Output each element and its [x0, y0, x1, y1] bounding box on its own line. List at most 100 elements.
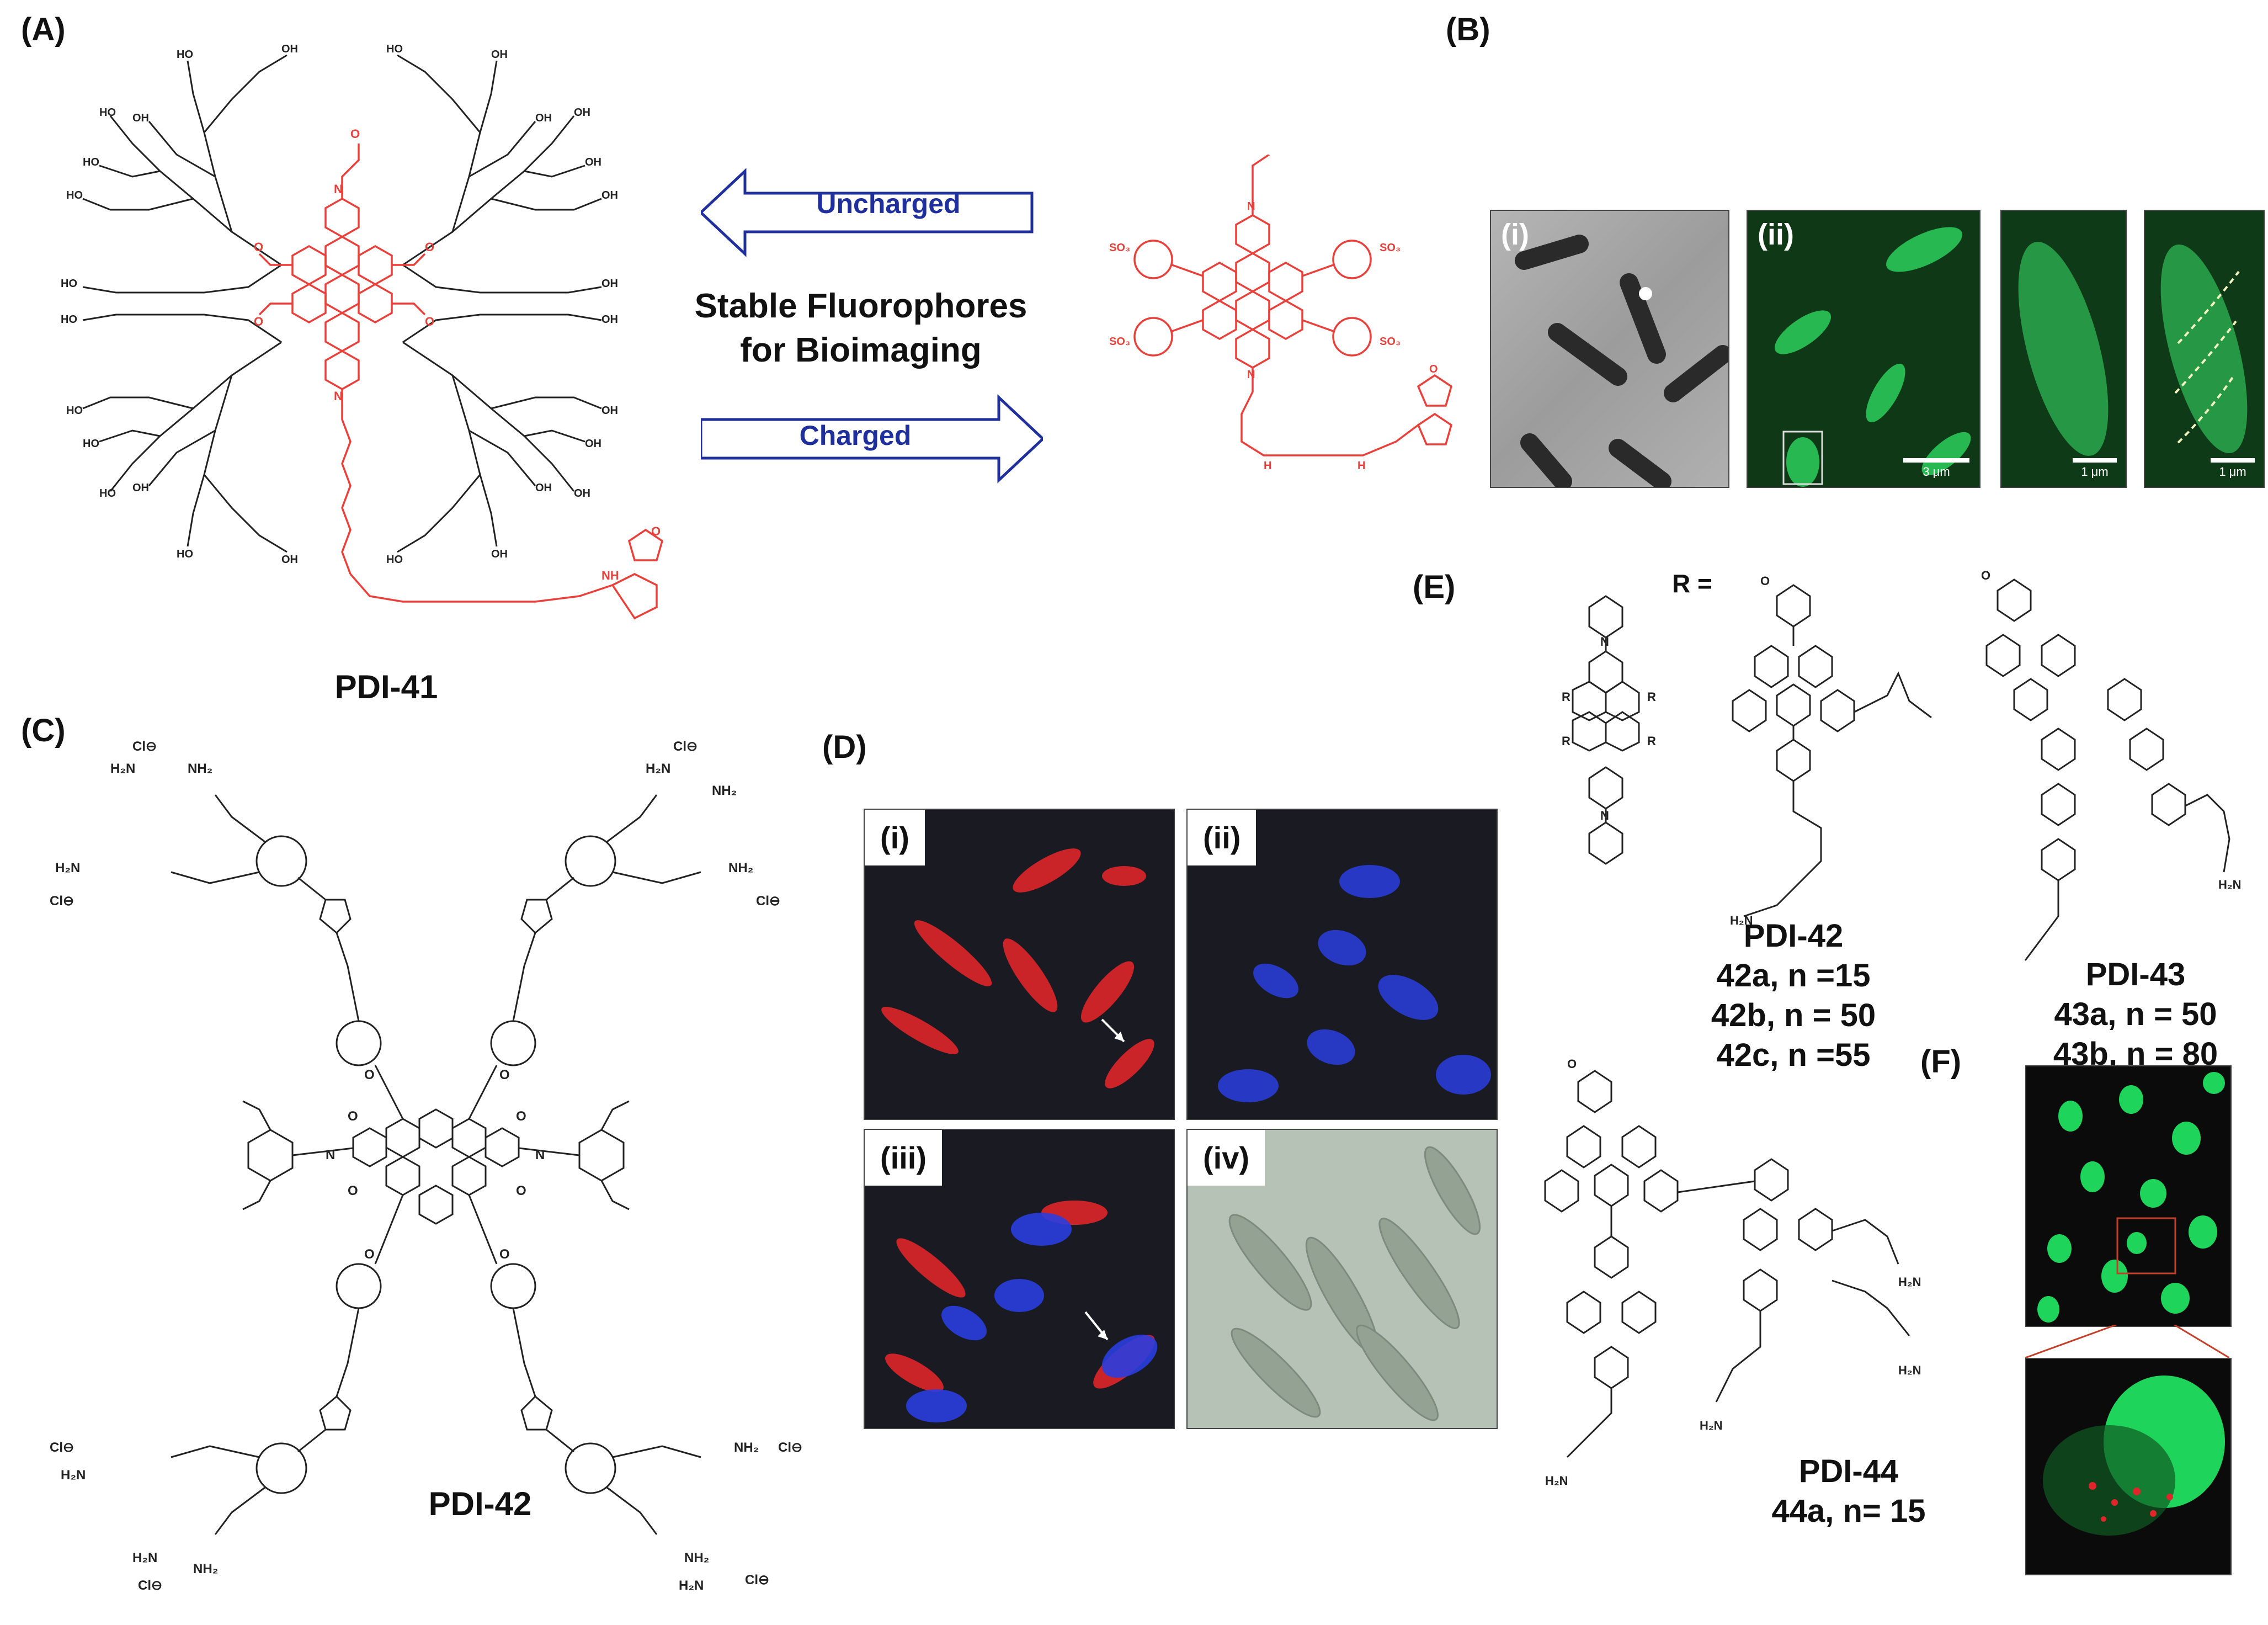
charge-arrows — [701, 168, 1043, 484]
svg-text:OH: OH — [535, 112, 552, 124]
d-sub-iii-label: (iii) — [865, 1130, 942, 1186]
svg-text:OH: OH — [574, 107, 590, 119]
bacterium-helix-zoom — [2160, 244, 2248, 454]
pdi44-a: 44a, n= 15 — [1771, 1493, 1926, 1529]
svg-text:H₂N: H₂N — [646, 761, 670, 776]
bacteria-phase-contrast — [1515, 235, 1728, 487]
panel-label-f: (F) — [1920, 1044, 1962, 1080]
b-scalebar-3um: 3 μm — [1903, 458, 1969, 479]
svg-text:HO: HO — [386, 43, 403, 55]
svg-text:N: N — [334, 389, 343, 403]
svg-text:OH: OH — [535, 482, 552, 494]
svg-text:HO: HO — [83, 156, 99, 168]
svg-text:O: O — [348, 1183, 358, 1198]
svg-text:HO: HO — [177, 548, 193, 560]
green-cell-zoom — [2043, 1376, 2225, 1536]
green-cells-overview — [2037, 1072, 2225, 1323]
svg-text:NH₂: NH₂ — [684, 1550, 709, 1565]
svg-text:O: O — [1429, 363, 1438, 375]
svg-text:H₂N: H₂N — [1898, 1275, 1921, 1289]
micrograph-b-zoom1: 1 μm — [2000, 210, 2127, 488]
svg-text:O: O — [254, 240, 263, 254]
svg-text:OH: OH — [601, 278, 618, 290]
svg-text:Cl⊖: Cl⊖ — [50, 894, 74, 909]
micrograph-b-i: (i) — [1490, 210, 1729, 488]
micrograph-b-zoom2: 1 μm — [2144, 210, 2265, 488]
b-scale2-text: 1 μm — [2081, 465, 2109, 479]
svg-text:N: N — [1247, 200, 1255, 213]
micrograph-d-ii: (ii) — [1186, 809, 1498, 1120]
svg-text:OH: OH — [574, 487, 590, 500]
svg-text:HO: HO — [386, 554, 403, 566]
svg-text:Cl⊖: Cl⊖ — [50, 1440, 74, 1455]
svg-text:NH₂: NH₂ — [728, 861, 753, 875]
svg-text:N: N — [1600, 635, 1609, 649]
svg-text:R: R — [1647, 734, 1656, 748]
svg-text:NH₂: NH₂ — [193, 1562, 218, 1576]
pdi42-a: 42a, n =15 — [1716, 958, 1871, 994]
red-staining — [881, 848, 1154, 1088]
svg-text:OH: OH — [132, 112, 149, 124]
bacteria-fluorescence — [1774, 227, 1971, 487]
pdi44-name: PDI-44 — [1798, 1453, 1899, 1489]
d-sub-i-label: (i) — [865, 810, 925, 865]
svg-text:O: O — [516, 1109, 526, 1124]
pdi42-name: PDI-42 — [1743, 918, 1844, 954]
svg-text:NH₂: NH₂ — [188, 761, 212, 776]
svg-text:H: H — [1357, 460, 1365, 472]
svg-text:OH: OH — [585, 156, 601, 168]
svg-text:N: N — [535, 1148, 545, 1162]
pdi42-c: 42c, n =55 — [1716, 1037, 1871, 1073]
bacterium-zoom — [2018, 242, 2109, 456]
svg-text:H₂N: H₂N — [110, 761, 135, 776]
svg-text:OH: OH — [491, 49, 508, 61]
micrograph-f-zoom — [2025, 1358, 2232, 1575]
micrograph-f-overview — [2025, 1065, 2232, 1327]
svg-text:HO: HO — [99, 487, 116, 500]
svg-text:HO: HO — [83, 438, 99, 450]
svg-text:O: O — [516, 1183, 526, 1198]
charged-arrow — [701, 394, 1043, 484]
svg-text:O: O — [425, 315, 434, 328]
svg-text:O: O — [1981, 569, 1990, 582]
charged-label: Charged — [799, 420, 912, 451]
svg-text:O: O — [364, 1068, 375, 1082]
pdi42-b: 42b, n = 50 — [1711, 997, 1876, 1033]
svg-text:H₂N: H₂N — [61, 1468, 86, 1483]
svg-text:Cl⊖: Cl⊖ — [673, 739, 698, 754]
svg-text:Cl⊖: Cl⊖ — [132, 739, 157, 754]
svg-text:H₂N: H₂N — [1545, 1474, 1568, 1488]
svg-text:HO: HO — [99, 107, 116, 119]
svg-text:HO: HO — [61, 314, 77, 326]
pdi42-legend: PDI-42 42a, n =15 42b, n = 50 42c, n =55 — [1678, 916, 1909, 1075]
svg-text:R: R — [1562, 690, 1570, 704]
pdi43-name: PDI-43 — [2085, 957, 2186, 992]
svg-text:OH: OH — [601, 405, 618, 417]
micrograph-d-i: (i) — [864, 809, 1175, 1120]
svg-text:O: O — [651, 524, 661, 538]
d-sub-ii-label: (ii) — [1188, 810, 1257, 865]
svg-text:N: N — [326, 1148, 335, 1162]
svg-text:SO₃: SO₃ — [1109, 242, 1130, 254]
svg-text:OH: OH — [585, 438, 601, 450]
svg-text:NH: NH — [601, 569, 619, 582]
svg-text:OH: OH — [281, 554, 298, 566]
svg-text:N: N — [334, 182, 343, 196]
pdi41-label: PDI-41 — [334, 668, 438, 705]
b-scalebar-1um-a: 1 μm — [2073, 458, 2117, 479]
svg-text:O: O — [1760, 574, 1770, 588]
svg-text:H₂N: H₂N — [1898, 1363, 1921, 1377]
panel-label-a: (A) — [21, 12, 66, 47]
svg-text:O: O — [254, 315, 263, 328]
pdi43-a: 43a, n = 50 — [2054, 996, 2217, 1032]
b-sub-i-label: (i) — [1501, 218, 1529, 251]
pdi42-label-c: PDI-42 — [428, 1485, 532, 1522]
svg-text:H₂N: H₂N — [679, 1578, 704, 1593]
svg-text:SO₃: SO₃ — [1380, 242, 1401, 254]
svg-text:N: N — [1600, 809, 1609, 822]
svg-text:NH₂: NH₂ — [734, 1440, 759, 1455]
svg-text:Cl⊖: Cl⊖ — [138, 1578, 162, 1593]
